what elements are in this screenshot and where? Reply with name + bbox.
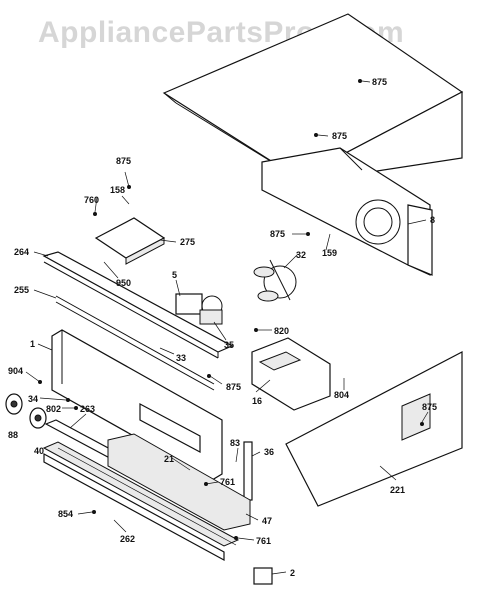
label-158: 158 [110,185,125,195]
label-21: 21 [164,454,174,464]
leader-lines [25,80,429,575]
label-875-side: 875 [270,229,285,239]
label-33: 33 [176,353,186,363]
vent-47 [107,433,251,531]
panel-255 [55,295,215,391]
label-88: 88 [8,430,18,440]
label-875-right: 875 [422,402,437,412]
label-950: 950 [116,278,131,288]
label-40: 40 [34,446,44,456]
label-854: 854 [58,509,73,519]
label-36: 36 [264,447,274,457]
clock-motor-5 [175,293,223,325]
label-34: 34 [28,394,38,404]
label-255: 255 [14,285,29,295]
label-8: 8 [430,215,435,225]
label-275: 275 [180,237,195,247]
control-panel-1 [51,329,223,481]
label-5: 5 [172,270,177,280]
label-221: 221 [390,485,405,495]
label-761-a: 761 [220,477,235,487]
label-263: 263 [80,404,95,414]
label-1: 1 [30,339,35,349]
vent-grille-262 [42,441,240,562]
label-875-front: 875 [226,382,241,392]
trim-264 [42,251,234,359]
bracket-36 [243,441,253,501]
label-16: 16 [252,396,262,406]
label-802: 802 [46,404,61,414]
label-159: 159 [322,248,337,258]
label-262: 262 [120,534,135,544]
label-32: 32 [296,250,306,260]
side-panel-221 [285,351,463,507]
part-2 [253,567,273,585]
label-761-b: 761 [256,536,271,546]
label-83: 83 [230,438,240,448]
label-904: 904 [8,366,23,376]
label-47: 47 [262,516,272,526]
label-804: 804 [334,390,349,400]
electronic-control-16 [251,337,331,411]
label-35: 35 [224,340,234,350]
knobs [5,393,47,429]
label-875-top: 875 [372,77,387,87]
bracket-275 [94,217,166,265]
part-labels: 875 875 875 158 760 275 264 950 255 5 32… [8,77,437,578]
label-875-left: 875 [116,156,131,166]
fan-32 [253,259,297,302]
label-2: 2 [290,568,295,578]
label-264: 264 [14,247,29,257]
label-760: 760 [84,195,99,205]
label-820: 820 [274,326,289,336]
label-875-mid: 875 [332,131,347,141]
rear-housing [261,147,433,276]
